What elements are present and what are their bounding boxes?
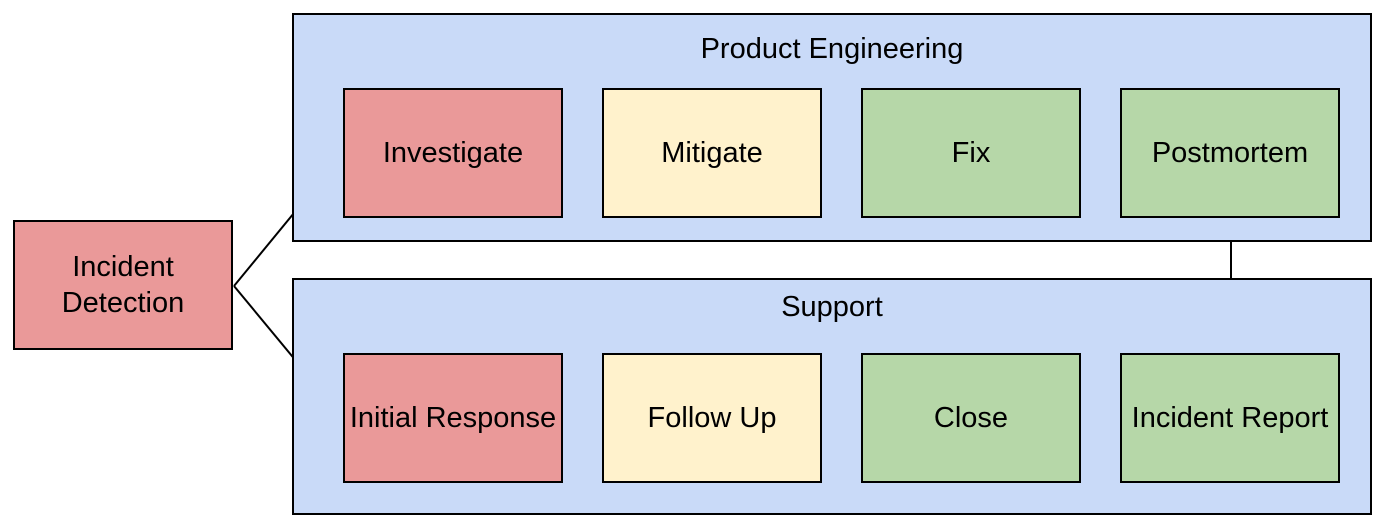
lane-product-engineering: Product Engineering Investigate Mitigate… [292,13,1372,242]
node-postmortem-label: Postmortem [1151,137,1309,169]
lane-support-title: Support [781,291,883,323]
node-fix: Fix [861,88,1081,218]
node-investigate: Investigate [343,88,563,218]
node-close: Close [861,353,1081,483]
node-mitigate: Mitigate [602,88,822,218]
node-mitigate-label: Mitigate [661,137,763,169]
lane-product-engineering-title: Product Engineering [700,33,964,65]
node-investigate-label: Investigate [382,137,524,169]
node-close-label: Close [933,402,1009,434]
node-initial-response: Initial Response [343,353,563,483]
node-incident-report: Incident Report [1120,353,1340,483]
node-incident-detection-label: Incident Detection [61,251,185,319]
node-postmortem: Postmortem [1120,88,1340,218]
node-follow-up: Follow Up [602,353,822,483]
node-fix-label: Fix [951,137,991,169]
node-incident-detection: Incident Detection [13,220,233,350]
lane-support: Support Initial Response Follow Up Close… [292,278,1372,515]
node-incident-report-label: Incident Report [1131,402,1329,434]
node-initial-response-label: Initial Response [349,402,557,434]
node-follow-up-label: Follow Up [647,402,777,434]
